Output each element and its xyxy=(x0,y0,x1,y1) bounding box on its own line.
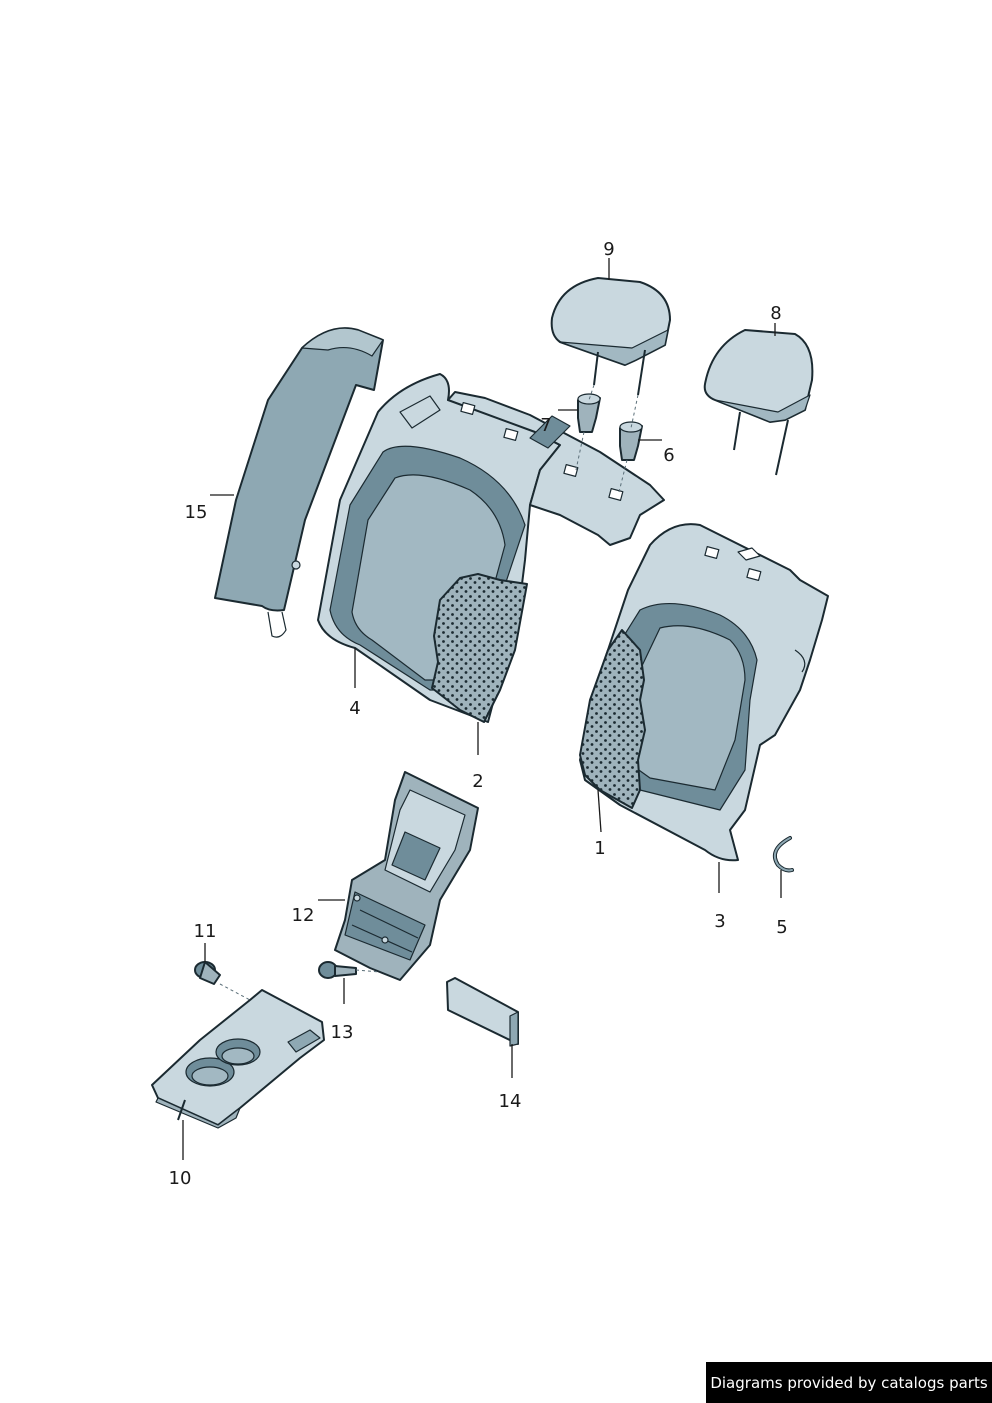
callout-5: 5 xyxy=(776,917,787,938)
guide-dash-line xyxy=(588,384,595,401)
callout-11: 11 xyxy=(194,921,217,942)
callout-1: 1 xyxy=(594,838,605,859)
callout-15: 15 xyxy=(185,502,208,523)
callout-2: 2 xyxy=(472,771,483,792)
callout-9: 9 xyxy=(603,239,614,260)
callout-7: 7 xyxy=(540,415,551,436)
right-headrest-part xyxy=(703,329,814,476)
guide-dash-line xyxy=(575,431,585,471)
callout-4: 4 xyxy=(349,698,360,719)
bolt-part xyxy=(194,961,221,985)
headrest-guide-left-part xyxy=(577,393,601,433)
callout-leader-lines xyxy=(182,258,782,1160)
right-backrest-cover-part xyxy=(579,629,646,809)
credit-banner: Diagrams provided by catalogs parts xyxy=(706,1362,992,1403)
headrest-guide-right-part xyxy=(619,421,643,461)
side-bolster-part xyxy=(214,327,384,638)
callout-6: 6 xyxy=(663,445,674,466)
armrest-cup-holder-part xyxy=(151,989,325,1129)
callout-13: 13 xyxy=(331,1022,354,1043)
callout-12: 12 xyxy=(292,905,315,926)
clip-part xyxy=(773,836,794,873)
center-pass-through-part xyxy=(447,391,665,546)
screw-dash-line xyxy=(355,969,381,973)
screw-part xyxy=(318,961,357,979)
armrest-frame-part xyxy=(334,771,479,981)
end-cap-part xyxy=(446,977,519,1047)
left-headrest-part xyxy=(550,277,671,396)
left-backrest-cover-part xyxy=(431,573,528,723)
callout-10: 10 xyxy=(169,1168,192,1189)
callout-3: 3 xyxy=(714,911,725,932)
bolt-dash-line xyxy=(219,983,251,1001)
callout-8: 8 xyxy=(770,303,781,324)
callout-14: 14 xyxy=(499,1091,522,1112)
